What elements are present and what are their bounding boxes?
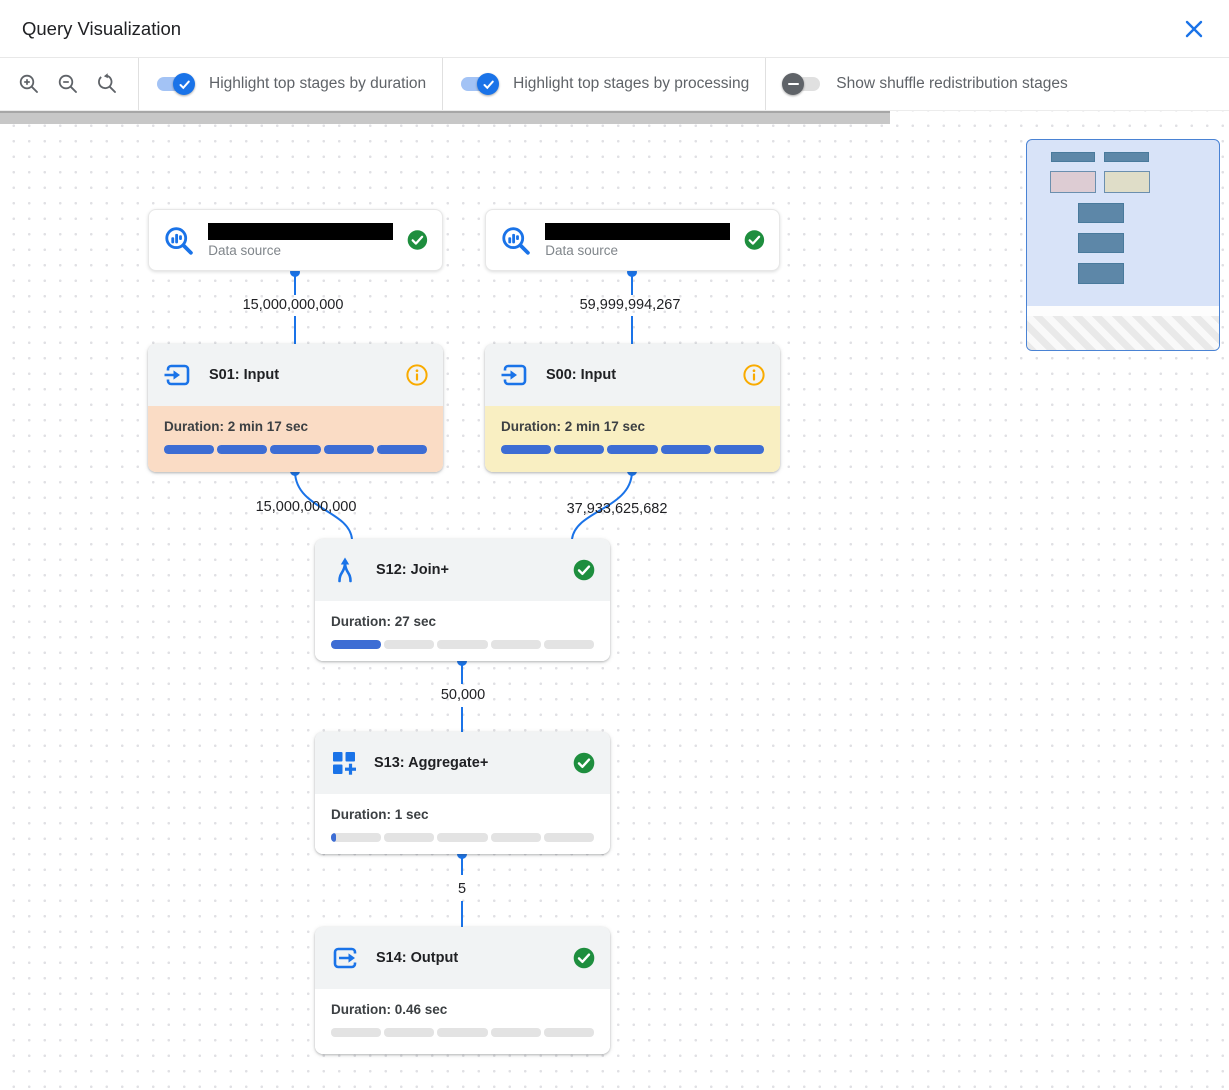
duration-progress-bar bbox=[164, 445, 428, 454]
duration-progress-bar bbox=[331, 833, 595, 842]
data-source-node[interactable]: Data source bbox=[485, 209, 780, 271]
minimap-node bbox=[1051, 152, 1095, 162]
stage-node-s01-input[interactable]: S01: Input Duration: 2 min 17 sec bbox=[148, 344, 443, 472]
close-icon bbox=[1185, 20, 1203, 37]
check-icon bbox=[173, 73, 195, 95]
minimap-node bbox=[1078, 233, 1124, 253]
duration-label: Duration: 27 sec bbox=[331, 614, 437, 629]
query-graph-canvas[interactable]: 15,000,000,000 59,999,994,267 15,000,000… bbox=[0, 111, 1229, 1089]
input-stage-icon bbox=[164, 364, 190, 386]
stage-title: S12: Join+ bbox=[376, 562, 449, 578]
info-icon[interactable] bbox=[406, 364, 428, 386]
visualization-toolbar: Highlight top stages by duration Highlig… bbox=[0, 58, 1229, 111]
duration-label: Duration: 1 sec bbox=[331, 807, 429, 822]
input-stage-icon bbox=[501, 364, 527, 386]
duration-label: Duration: 2 min 17 sec bbox=[164, 419, 309, 434]
output-stage-icon bbox=[333, 947, 358, 969]
minimap-node bbox=[1104, 152, 1149, 162]
toggle-label-shuffle: Show shuffle redistribution stages bbox=[836, 75, 1068, 92]
toggle-show-shuffle[interactable] bbox=[782, 73, 822, 95]
minimap-out-of-bounds-hatch bbox=[1027, 316, 1219, 350]
toggle-highlight-processing[interactable] bbox=[459, 73, 500, 95]
stage-duration-section: Duration: 0.46 sec bbox=[315, 989, 610, 1054]
zoom-in-button[interactable] bbox=[16, 71, 42, 97]
stage-node-s12-join[interactable]: S12: Join+ Duration: 27 sec bbox=[315, 539, 610, 661]
zoom-out-button[interactable] bbox=[55, 71, 81, 97]
redacted-name-bar bbox=[545, 222, 731, 240]
edge-row-count: 59,999,994,267 bbox=[579, 297, 681, 313]
minimap-node-highlight-processing bbox=[1104, 171, 1150, 193]
horizontal-scrollbar[interactable] bbox=[0, 111, 890, 124]
minus-icon bbox=[782, 73, 805, 95]
toolbar-divider bbox=[442, 58, 444, 110]
stage-title: S01: Input bbox=[209, 367, 280, 383]
stage-node-s14-output[interactable]: S14: Output Duration: 0.46 sec bbox=[315, 927, 610, 1054]
redacted-name-bar bbox=[208, 222, 394, 240]
zoom-in-icon bbox=[19, 74, 38, 93]
stage-node-s00-input[interactable]: S00: Input Duration: 2 min 17 sec bbox=[485, 344, 780, 472]
duration-label: Duration: 0.46 sec bbox=[331, 1002, 448, 1017]
stage-duration-section: Duration: 27 sec bbox=[315, 601, 610, 661]
stage-duration-section: Duration: 1 sec bbox=[315, 794, 610, 854]
stage-title: S14: Output bbox=[376, 950, 459, 966]
minimap-node-highlight-duration bbox=[1050, 171, 1096, 193]
edge-row-count: 37,933,625,682 bbox=[566, 501, 668, 517]
toolbar-divider bbox=[765, 58, 767, 110]
success-check-icon bbox=[407, 230, 428, 250]
edge-row-count: 5 bbox=[457, 881, 467, 897]
data-source-type-label: Data source bbox=[208, 242, 281, 258]
zoom-reset-icon bbox=[98, 73, 116, 93]
page-title: Query Visualization bbox=[22, 17, 182, 39]
zoom-reset-button[interactable] bbox=[94, 71, 120, 97]
minimap-node bbox=[1078, 263, 1124, 284]
stage-duration-section: Duration: 2 min 17 sec bbox=[148, 406, 443, 472]
bigquery-data-source-icon bbox=[502, 226, 530, 255]
stage-title: S13: Aggregate+ bbox=[374, 755, 489, 771]
success-check-icon bbox=[573, 947, 595, 969]
duration-progress-bar bbox=[501, 445, 765, 454]
toolbar-divider bbox=[138, 58, 139, 110]
edge-row-count: 15,000,000,000 bbox=[242, 297, 344, 313]
data-source-type-label: Data source bbox=[545, 242, 618, 258]
info-icon[interactable] bbox=[743, 364, 765, 386]
duration-progress-bar bbox=[331, 1028, 595, 1037]
toggle-label-processing: Highlight top stages by processing bbox=[513, 75, 750, 92]
dialog-header: Query Visualization bbox=[0, 0, 1229, 58]
check-icon bbox=[477, 73, 500, 95]
duration-label: Duration: 2 min 17 sec bbox=[501, 419, 646, 434]
close-button[interactable] bbox=[1181, 16, 1207, 42]
success-check-icon bbox=[573, 559, 595, 581]
data-source-node[interactable]: Data source bbox=[148, 209, 443, 271]
aggregate-stage-icon bbox=[333, 752, 356, 775]
stage-duration-section: Duration: 2 min 17 sec bbox=[485, 406, 780, 472]
minimap-node bbox=[1078, 203, 1124, 223]
bigquery-data-source-icon bbox=[165, 226, 193, 255]
success-check-icon bbox=[744, 230, 765, 250]
zoom-out-icon bbox=[58, 74, 77, 93]
minimap-empty-area bbox=[1027, 306, 1219, 316]
success-check-icon bbox=[573, 752, 595, 774]
toggle-label-duration: Highlight top stages by duration bbox=[209, 75, 427, 92]
stage-node-s13-aggregate[interactable]: S13: Aggregate+ Duration: 1 sec bbox=[315, 732, 610, 854]
minimap[interactable] bbox=[1026, 139, 1220, 351]
edge-row-count: 50,000 bbox=[440, 687, 486, 703]
edge-row-count: 15,000,000,000 bbox=[255, 499, 357, 515]
join-stage-icon bbox=[338, 557, 352, 583]
toggle-highlight-duration[interactable] bbox=[155, 73, 195, 95]
duration-progress-bar bbox=[331, 640, 595, 649]
stage-title: S00: Input bbox=[546, 367, 617, 383]
